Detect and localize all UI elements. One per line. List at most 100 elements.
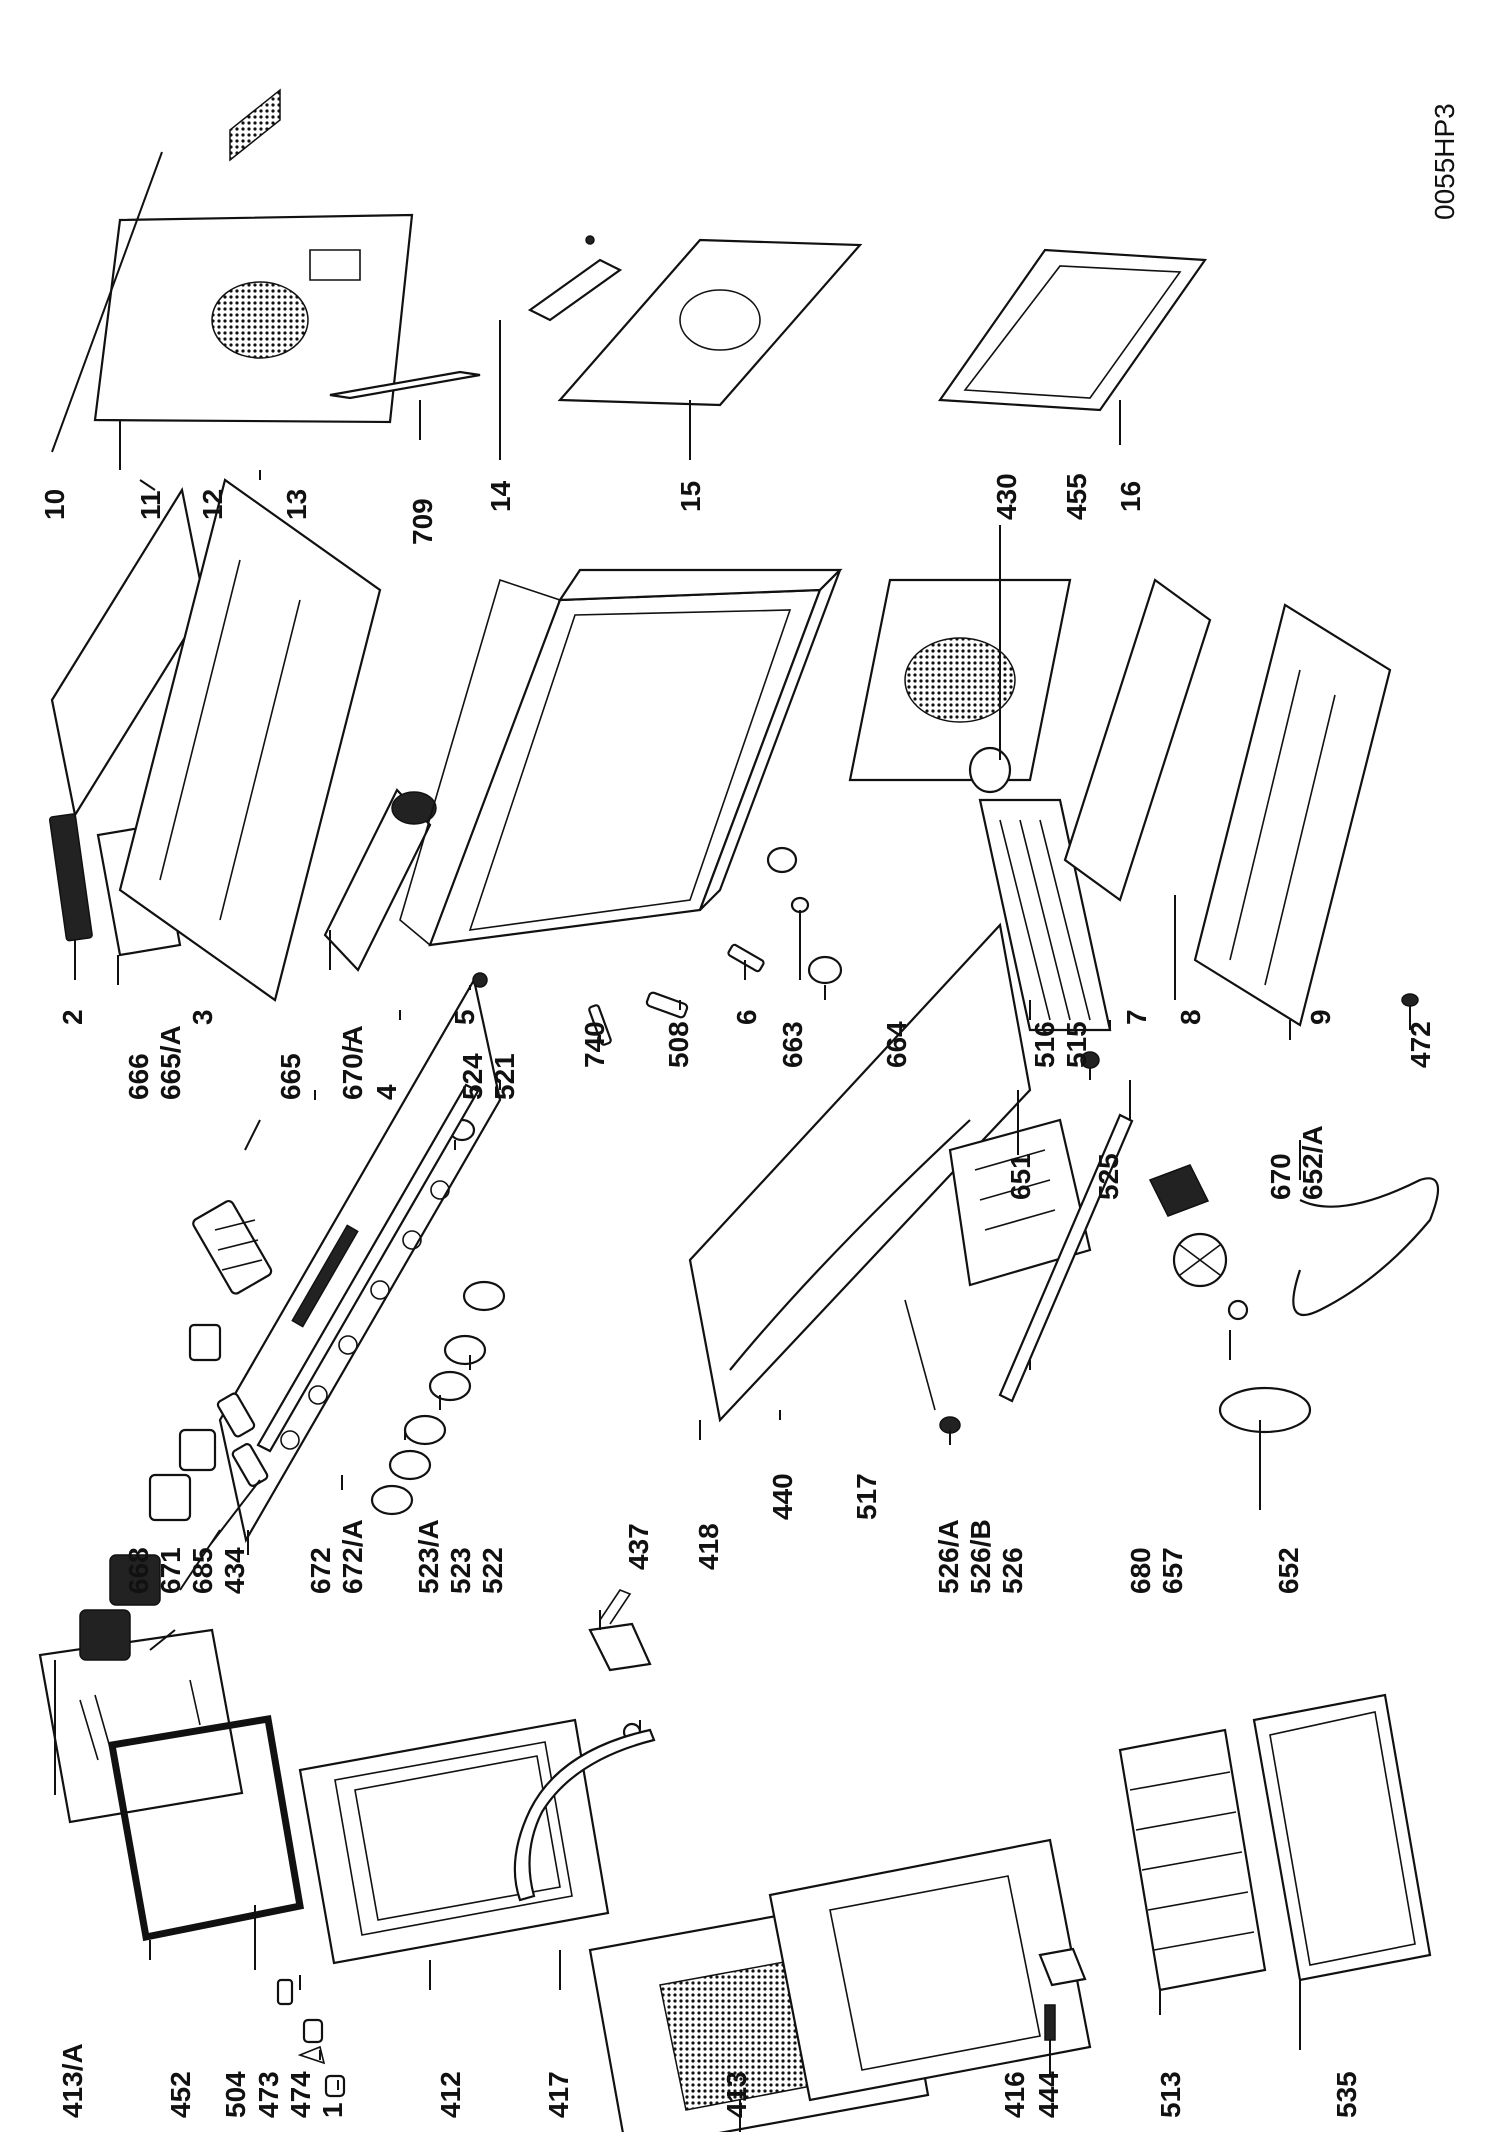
- label-444: 444: [1033, 2071, 1064, 2118]
- part-panel-440: [688, 922, 1032, 1423]
- label-8: 8: [1175, 1009, 1206, 1025]
- part-terminal-709: [329, 370, 481, 400]
- label-664: 664: [881, 1021, 912, 1068]
- label-413: 413: [721, 2071, 752, 2118]
- part-foot-472: [1401, 993, 1419, 1007]
- part-cavity-accessories: [472, 846, 843, 1046]
- label-3: 3: [187, 1009, 218, 1025]
- label-9: 9: [1305, 1009, 1336, 1025]
- label-504: 504: [220, 2071, 251, 2118]
- part-element-652a: [1292, 1177, 1440, 1316]
- label-521: 521: [489, 1053, 520, 1100]
- label-671: 671: [155, 1547, 186, 1594]
- label-663: 663: [777, 1021, 808, 1068]
- part-switches-668-671: [79, 1392, 269, 1661]
- label-668: 668: [123, 1547, 154, 1594]
- label-455: 455: [1061, 473, 1092, 520]
- label-652a: 652/A: [1297, 1125, 1328, 1200]
- label-523a: 523/A: [413, 1519, 444, 1594]
- label-10: 10: [39, 489, 70, 520]
- part-tray-535: [1252, 1693, 1432, 1982]
- label-434: 434: [219, 1547, 250, 1594]
- label-670a: 670/A: [337, 1025, 368, 1100]
- label-416: 416: [999, 2071, 1030, 2118]
- part-inner-door-412: [298, 1718, 610, 1965]
- label-452: 452: [165, 2071, 196, 2118]
- label-526b: 526/B: [965, 1519, 996, 1594]
- label-526a: 526/A: [933, 1519, 964, 1594]
- label-513: 513: [1155, 2071, 1186, 2118]
- part-door-seal-452: [107, 1714, 305, 1942]
- part-side-panel-8: [1063, 578, 1212, 902]
- label-2: 2: [57, 1009, 88, 1025]
- part-rack-513: [1118, 1728, 1267, 1992]
- label-15: 15: [675, 481, 706, 512]
- label-5: 5: [449, 1009, 480, 1025]
- label-709: 709: [407, 498, 438, 545]
- label-412: 412: [435, 2071, 466, 2118]
- label-474: 474: [285, 2071, 316, 2118]
- label-680: 680: [1125, 1547, 1156, 1594]
- part-element-651: [948, 1118, 1092, 1287]
- label-526: 526: [997, 1547, 1028, 1594]
- part-knobs-523-522: [370, 1118, 506, 1516]
- label-665: 665: [275, 1053, 306, 1100]
- label-672a: 672/A: [337, 1519, 368, 1594]
- part-screws-473-474-1: [276, 1886, 352, 2098]
- label-524: 524: [457, 1053, 488, 1100]
- part-terminal-2: [48, 813, 93, 942]
- label-1: 1: [317, 2102, 348, 2118]
- label-657: 657: [1157, 1547, 1188, 1594]
- label-12: 12: [197, 489, 228, 520]
- label-525: 525: [1093, 1153, 1124, 1200]
- label-740: 740: [579, 1021, 610, 1068]
- label-665a: 665/A: [155, 1025, 186, 1100]
- part-base-9: [1193, 603, 1392, 1027]
- label-651: 651: [1005, 1153, 1036, 1200]
- label-666: 666: [123, 1053, 154, 1100]
- label-652: 652: [1273, 1547, 1304, 1594]
- part-switch-665: [188, 1199, 273, 1362]
- label-13: 13: [281, 489, 312, 520]
- part-door-panel-lower: [768, 1838, 1092, 2102]
- label-413a: 413/A: [57, 2043, 88, 2118]
- label-517: 517: [851, 1473, 882, 1520]
- label-437: 437: [623, 1523, 654, 1570]
- drawing-code: 0055HP3: [1429, 103, 1460, 220]
- label-472: 472: [1405, 1021, 1436, 1068]
- part-back-panel-430: [848, 578, 1072, 782]
- part-fan-680-657: [1148, 1164, 1249, 1321]
- label-515: 515: [1061, 1021, 1092, 1068]
- part-gasket-455: [968, 746, 1012, 794]
- label-6: 6: [731, 1009, 762, 1025]
- label-14: 14: [485, 480, 516, 512]
- part-fan-motor-670a: [323, 788, 437, 972]
- part-labels: 413/A 452 504 473 474 1 412 417 413 416 …: [39, 103, 1460, 2118]
- label-7: 7: [1121, 1009, 1152, 1025]
- part-grille-10: [229, 88, 281, 162]
- label-16: 16: [1115, 481, 1146, 512]
- label-685: 685: [187, 1547, 218, 1594]
- label-508: 508: [663, 1021, 694, 1068]
- label-672: 672: [305, 1547, 336, 1594]
- part-rails-526: [904, 1113, 1134, 1434]
- label-535: 535: [1331, 2071, 1362, 2118]
- part-back-cover-12: [93, 213, 414, 424]
- part-bracket-14: [527, 235, 623, 322]
- label-11: 11: [135, 490, 166, 520]
- label-473: 473: [253, 2071, 284, 2118]
- label-4: 4: [371, 1084, 402, 1100]
- part-trim-416-444: [1038, 1947, 1087, 2041]
- label-523: 523: [445, 1547, 476, 1594]
- part-oven-cavity: [399, 568, 843, 947]
- label-417: 417: [543, 2071, 574, 2118]
- part-rear-chassis-15: [557, 238, 863, 407]
- part-tube-417-418: [513, 1722, 656, 1902]
- label-516: 516: [1029, 1021, 1060, 1068]
- part-rail-4: [256, 1083, 480, 1453]
- label-522: 522: [477, 1547, 508, 1594]
- part-glass-413a: [38, 1628, 244, 1824]
- label-670: 670: [1265, 1153, 1296, 1200]
